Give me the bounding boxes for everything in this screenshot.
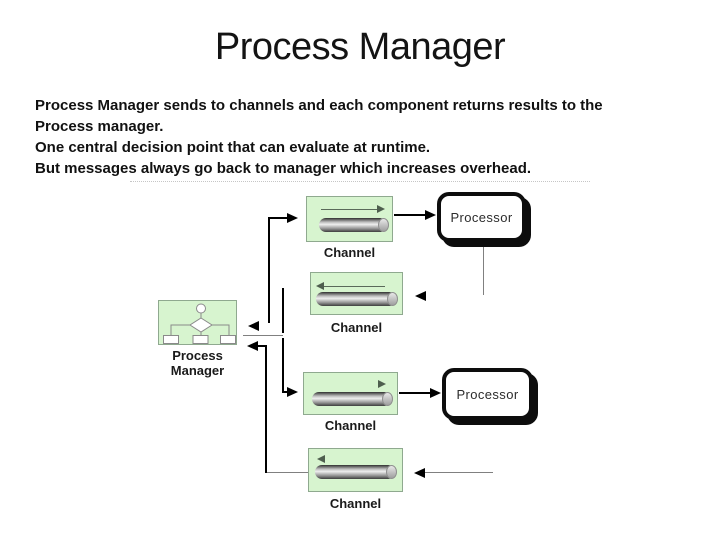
channel-1-direction-line [321, 209, 377, 210]
processor-2-label: Processor [456, 386, 519, 402]
junction-gray-line [243, 335, 283, 336]
channel-4-pipe [315, 465, 397, 479]
channel-3-right-arrow-icon [378, 380, 386, 388]
process-manager-box [158, 300, 237, 345]
channel-1-box [306, 196, 393, 242]
channel-4-left-arrow-icon [317, 455, 325, 463]
arrowhead-into-pm-lower [247, 341, 258, 351]
picture-top-edge [130, 181, 590, 182]
connector-pm-to-channel1-vertical [268, 217, 270, 323]
processor-1-box: Processor [437, 192, 526, 242]
body-text: Process Manager sends to channels and ea… [35, 95, 655, 179]
channel-3-pipe [312, 392, 393, 406]
channel-2-label: Channel [330, 320, 383, 335]
connector-pm-to-channel3-horizontal [282, 391, 289, 393]
channel-2-pipe [316, 292, 398, 306]
body-line: But messages always go back to manager w… [35, 160, 532, 177]
channel-4-box [308, 448, 403, 492]
connector-pm-to-channel3-vertical [282, 338, 284, 393]
channel-1-right-arrow-icon [377, 205, 385, 213]
channel-1-label: Channel [323, 245, 376, 260]
body-line: One central decision point that can eval… [35, 139, 431, 156]
connector-processor2-return [423, 472, 493, 473]
arrowhead-into-channel4 [414, 468, 425, 478]
process-manager-flowchart-icon [163, 303, 236, 344]
channel-2-direction-line [323, 286, 385, 287]
channel-2-left-arrow-icon [316, 282, 324, 290]
connector-channel4-return-vertical [265, 345, 267, 473]
channel-1-pipe [319, 218, 389, 232]
connector-into-pm-lower-horizontal [256, 345, 267, 347]
arrowhead-into-channel1 [287, 213, 298, 223]
arrowhead-into-processor1 [425, 210, 436, 220]
body-line: Process manager. [35, 118, 164, 135]
processor-1-label: Processor [450, 209, 513, 225]
body-line: Process Manager sends to channels and ea… [35, 97, 603, 114]
processor-2-box: Processor [442, 368, 533, 420]
channel-4-label: Channel [329, 496, 382, 511]
connector-channel4-return-horizontal [266, 472, 308, 473]
connector-channel3-to-processor2 [399, 392, 431, 394]
connector-channel2-return-vertical [282, 288, 284, 333]
process-manager-label: Process Manager [170, 348, 225, 378]
channel-2-box [310, 272, 403, 315]
arrowhead-into-channel3 [287, 387, 298, 397]
page-title: Process Manager [214, 26, 506, 68]
arrowhead-into-channel2 [415, 291, 426, 301]
connector-pm-to-channel1-horizontal [268, 217, 289, 219]
channel-3-box [303, 372, 398, 415]
channel-3-label: Channel [324, 418, 377, 433]
connector-processor1-down [483, 247, 484, 295]
connector-channel1-to-processor1 [394, 214, 426, 216]
arrowhead-into-pm-upper [248, 321, 259, 331]
arrowhead-into-processor2 [430, 388, 441, 398]
